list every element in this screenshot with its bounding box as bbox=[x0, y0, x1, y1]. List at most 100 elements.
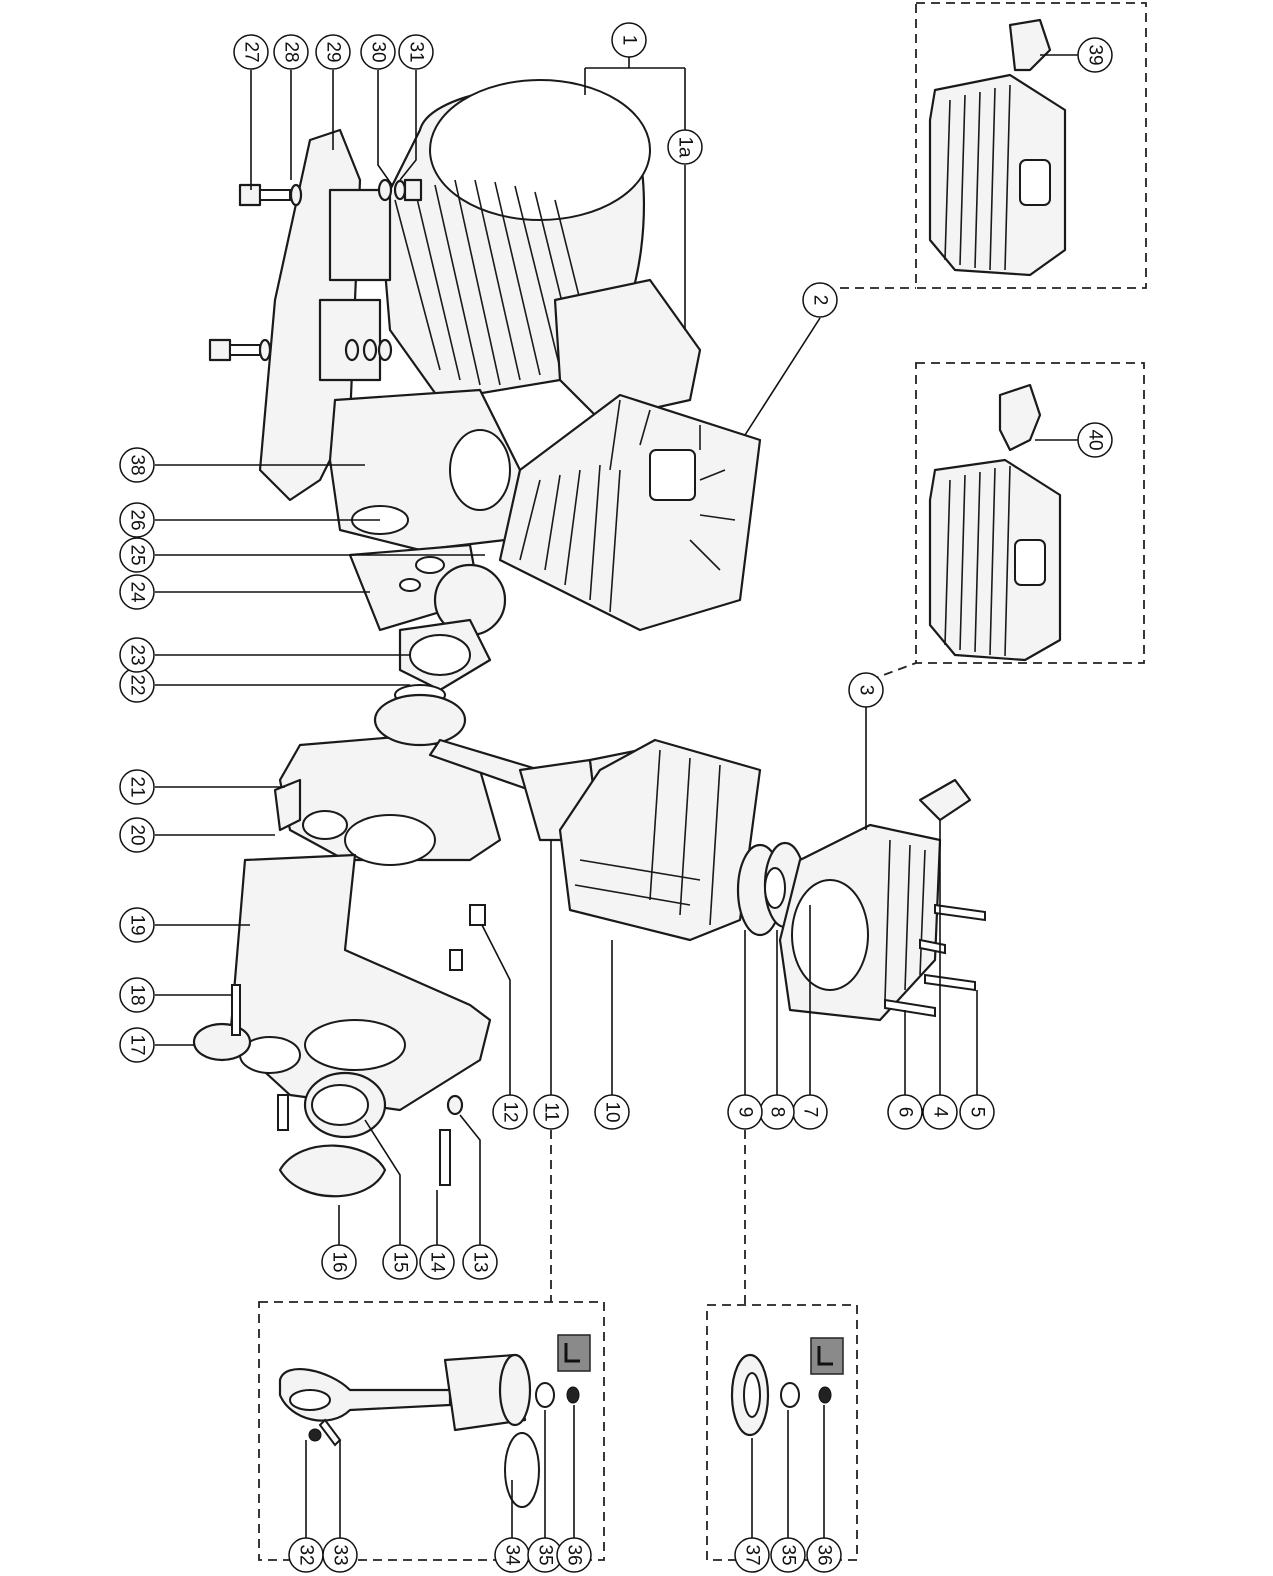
inset-valve-kit bbox=[706, 1304, 858, 1561]
callout-33: 33 bbox=[322, 1537, 358, 1573]
callout-12: 12 bbox=[492, 1094, 528, 1130]
callout-4: 4 bbox=[922, 1094, 958, 1130]
callout-6: 6 bbox=[887, 1094, 923, 1130]
svg-text:35: 35 bbox=[778, 1544, 799, 1565]
svg-text:27: 27 bbox=[241, 41, 262, 62]
callout-2: 2 bbox=[802, 282, 838, 318]
svg-text:34: 34 bbox=[502, 1544, 523, 1566]
callout-36b: 36 bbox=[806, 1537, 842, 1573]
callout-19: 19 bbox=[119, 907, 155, 943]
motor-assembly bbox=[378, 79, 702, 422]
callout-37: 37 bbox=[734, 1537, 770, 1573]
svg-text:11: 11 bbox=[541, 1102, 562, 1122]
callout-24: 24 bbox=[119, 574, 155, 610]
svg-text:21: 21 bbox=[127, 776, 148, 797]
callout-26: 26 bbox=[119, 502, 155, 538]
callout-32: 32 bbox=[288, 1537, 324, 1573]
callout-28: 28 bbox=[273, 34, 309, 70]
svg-text:36: 36 bbox=[564, 1544, 585, 1565]
callout-9: 9 bbox=[727, 1094, 763, 1130]
svg-text:1: 1 bbox=[619, 35, 640, 46]
svg-text:17: 17 bbox=[127, 1034, 148, 1055]
callout-1a: 1a bbox=[667, 129, 703, 165]
callout-17: 17 bbox=[119, 1027, 155, 1063]
lower-cylinder bbox=[558, 738, 762, 942]
callout-7: 7 bbox=[792, 1094, 828, 1130]
callout-5: 5 bbox=[959, 1094, 995, 1130]
motor-flange bbox=[328, 388, 522, 552]
svg-text:22: 22 bbox=[127, 674, 148, 695]
svg-text:16: 16 bbox=[329, 1251, 350, 1272]
svg-text:23: 23 bbox=[127, 644, 148, 665]
callout-1: 1 bbox=[611, 22, 647, 58]
svg-text:28: 28 bbox=[281, 41, 302, 62]
svg-text:4: 4 bbox=[930, 1107, 951, 1118]
svg-text:12: 12 bbox=[500, 1101, 521, 1122]
svg-text:26: 26 bbox=[127, 509, 148, 530]
callout-34: 34 bbox=[494, 1537, 530, 1573]
callout-27: 27 bbox=[233, 34, 269, 70]
callout-16: 16 bbox=[321, 1244, 357, 1280]
svg-text:8: 8 bbox=[767, 1107, 788, 1118]
callout-18: 18 bbox=[119, 977, 155, 1013]
inset-head-variant-39 bbox=[915, 2, 1147, 289]
svg-text:19: 19 bbox=[127, 914, 148, 935]
svg-text:1a: 1a bbox=[675, 136, 696, 158]
svg-text:39: 39 bbox=[1085, 44, 1106, 65]
callout-35b: 35 bbox=[770, 1537, 806, 1573]
lower-cylinder-head bbox=[778, 778, 986, 1022]
svg-text:25: 25 bbox=[127, 544, 148, 565]
callout-40: 40 bbox=[1077, 422, 1113, 458]
callout-13: 13 bbox=[462, 1244, 498, 1280]
svg-text:7: 7 bbox=[800, 1107, 821, 1118]
callout-8: 8 bbox=[759, 1094, 795, 1130]
inset-piston-kit bbox=[258, 1301, 605, 1561]
svg-text:6: 6 bbox=[895, 1107, 916, 1118]
svg-text:15: 15 bbox=[390, 1251, 411, 1272]
svg-text:5: 5 bbox=[967, 1107, 988, 1118]
svg-text:37: 37 bbox=[742, 1544, 763, 1565]
callout-23: 23 bbox=[119, 637, 155, 673]
svg-text:2: 2 bbox=[810, 295, 831, 306]
callout-36a: 36 bbox=[556, 1537, 592, 1573]
callout-29: 29 bbox=[315, 34, 351, 70]
callout-38: 38 bbox=[119, 447, 155, 483]
svg-text:24: 24 bbox=[127, 581, 148, 603]
callout-21: 21 bbox=[119, 769, 155, 805]
crankcase bbox=[192, 853, 492, 1198]
svg-text:35: 35 bbox=[535, 1544, 556, 1565]
callout-20: 20 bbox=[119, 817, 155, 853]
callout-14: 14 bbox=[419, 1244, 455, 1280]
svg-text:13: 13 bbox=[470, 1251, 491, 1272]
callout-30: 30 bbox=[360, 34, 396, 70]
callout-39: 39 bbox=[1077, 37, 1113, 73]
callout-labels: 1 1a 2 3 4 5 6 7 8 9 10 11 12 13 14 15 1… bbox=[119, 22, 1113, 1573]
svg-text:36: 36 bbox=[814, 1544, 835, 1565]
svg-text:38: 38 bbox=[127, 454, 148, 475]
svg-text:33: 33 bbox=[330, 1544, 351, 1565]
callout-25: 25 bbox=[119, 537, 155, 573]
svg-text:10: 10 bbox=[602, 1101, 623, 1122]
callout-11: 11 bbox=[533, 1094, 569, 1130]
callout-3: 3 bbox=[848, 672, 884, 708]
callout-35a: 35 bbox=[527, 1537, 563, 1573]
svg-text:30: 30 bbox=[368, 41, 389, 62]
svg-text:9: 9 bbox=[735, 1107, 756, 1118]
callout-31: 31 bbox=[398, 34, 434, 70]
callout-15: 15 bbox=[382, 1244, 418, 1280]
upper-cylinder-head bbox=[498, 393, 762, 632]
svg-text:32: 32 bbox=[296, 1544, 317, 1565]
svg-text:18: 18 bbox=[127, 984, 148, 1005]
svg-text:31: 31 bbox=[406, 41, 427, 62]
leader-lines bbox=[155, 54, 1078, 1540]
svg-text:14: 14 bbox=[427, 1251, 448, 1273]
callout-10: 10 bbox=[594, 1094, 630, 1130]
upper-cylinder bbox=[348, 543, 507, 706]
svg-text:20: 20 bbox=[127, 824, 148, 845]
inset-head-variant-40 bbox=[915, 362, 1145, 664]
svg-text:40: 40 bbox=[1085, 429, 1106, 450]
callout-22: 22 bbox=[119, 667, 155, 703]
svg-text:3: 3 bbox=[856, 685, 877, 696]
svg-text:29: 29 bbox=[323, 41, 344, 62]
